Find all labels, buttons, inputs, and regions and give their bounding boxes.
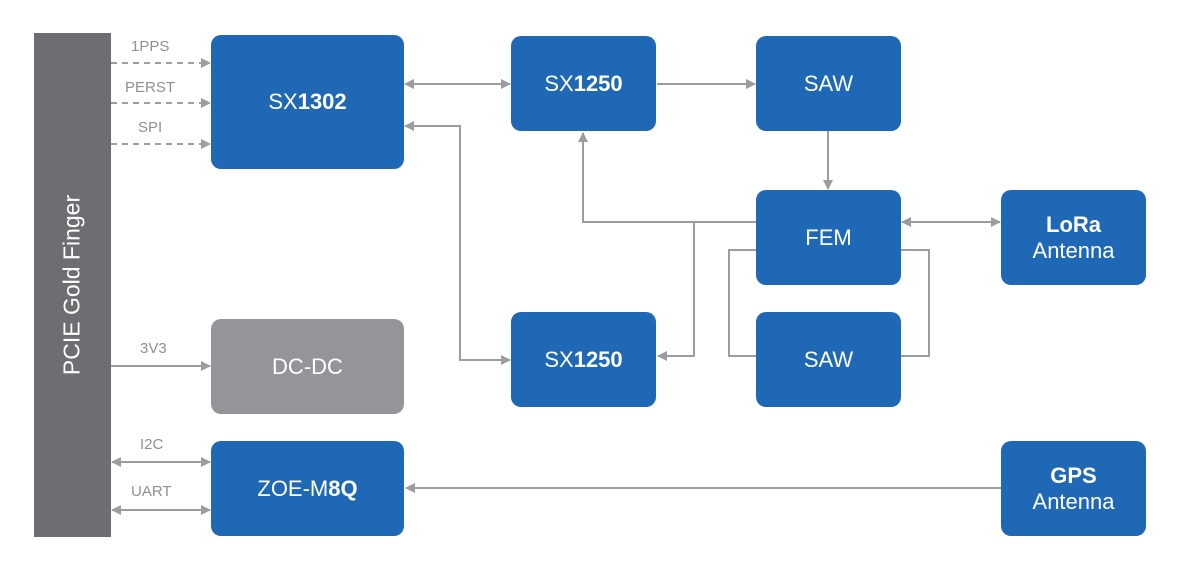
signal-label-perst: PERST (125, 79, 176, 96)
sx1250-bottom-block: SX1250 (511, 312, 656, 407)
dcdc-label: DC-DC (272, 353, 343, 379)
signal-label-i2c: I2C (140, 436, 164, 453)
sx1250-top-prefix: SX (544, 70, 574, 96)
gps-antenna-block: GPS Antenna (1001, 441, 1146, 536)
gps-antenna-title: GPS (1050, 462, 1097, 488)
pcie-gold-finger-label: PCIE Gold Finger (58, 194, 85, 376)
lora-antenna-block: LoRa Antenna (1001, 190, 1146, 285)
lora-antenna-subtitle: Antenna (1032, 237, 1115, 263)
saw-top-block: SAW (756, 36, 901, 131)
fem-saw-loop-left (728, 249, 756, 357)
signal-label-3v3: 3V3 (140, 340, 167, 357)
sx1250-top-number: 1250 (573, 70, 623, 96)
fem-block: FEM (756, 190, 901, 285)
sx1250-bottom-prefix: SX (544, 346, 574, 372)
signal-label-spi: SPI (138, 119, 163, 136)
zoe-m8q-block: ZOE-M8Q (211, 441, 404, 536)
lora-antenna-title: LoRa (1046, 211, 1101, 237)
gps-antenna-subtitle: Antenna (1032, 488, 1115, 514)
fem-label: FEM (805, 224, 852, 250)
pcie-gold-finger (34, 33, 111, 537)
sx1302-block: SX1302 (211, 35, 404, 169)
sx1250-top-block: SX1250 (511, 36, 656, 131)
sx1250-bottom-number: 1250 (573, 346, 623, 372)
fem-sx1250-bottom-link (657, 222, 695, 361)
fem-sx1250-top-link (578, 132, 756, 223)
saw-bottom-block: SAW (756, 312, 901, 407)
signal-label-uart: UART (131, 483, 172, 500)
zoe-number: 8Q (328, 475, 358, 501)
signal-label-1pps: 1PPS (131, 38, 170, 55)
zoe-prefix: ZOE-M (257, 475, 329, 501)
dcdc-block: DC-DC (211, 319, 404, 414)
sx1302-prefix: SX (268, 89, 298, 114)
sx1302-number: 1302 (297, 89, 347, 114)
saw-bottom-label: SAW (803, 346, 854, 372)
fem-saw-loop-right (901, 249, 930, 357)
saw-top-label: SAW (803, 70, 854, 96)
sx1302-sx1250-bottom-link (404, 121, 511, 365)
